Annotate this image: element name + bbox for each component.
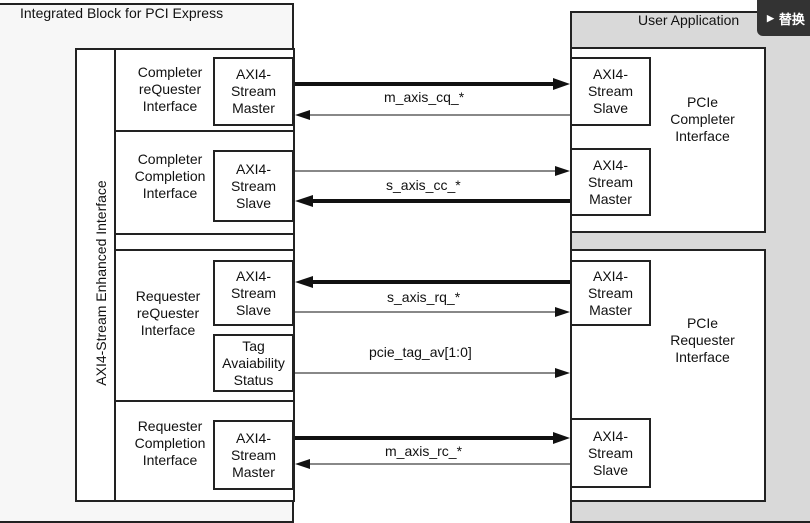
section-separator xyxy=(114,249,295,251)
rq-master-port: AXI4- Stream Master xyxy=(570,260,651,326)
replace-popup-button[interactable]: ▶ 替换 xyxy=(757,0,810,36)
cc-master-port: AXI4- Stream Master xyxy=(570,148,651,216)
rq-slave-port: AXI4- Stream Slave xyxy=(213,260,294,326)
arrowhead xyxy=(295,195,313,207)
replace-popup-label: 替换 xyxy=(778,11,805,27)
signal-label-rq: s_axis_rq_* xyxy=(387,289,461,305)
cq-master-port: AXI4- Stream Master xyxy=(213,57,294,126)
section-separator xyxy=(114,233,295,235)
arrowhead xyxy=(295,459,310,469)
integrated-block-title: Integrated Block for PCI Express xyxy=(20,5,224,21)
section-separator xyxy=(114,400,295,402)
rc-master-port: AXI4- Stream Master xyxy=(213,420,294,490)
requester-completion-interface-label: Requester Completion Interface xyxy=(134,417,206,468)
cq-slave-port: AXI4- Stream Slave xyxy=(570,57,651,126)
arrowhead xyxy=(553,432,570,444)
pcie-requester-interface-label: PCIe Requester Interface xyxy=(670,314,735,365)
section-separator xyxy=(114,130,295,132)
signal-label-tag: pcie_tag_av[1:0] xyxy=(369,344,472,360)
cc-slave-port: AXI4- Stream Slave xyxy=(213,150,294,222)
pcie-completer-interface-label: PCIe Completer Interface xyxy=(670,93,735,144)
chevron-right-icon: ▶ xyxy=(767,12,774,23)
signal-label-cq: m_axis_cq_* xyxy=(384,89,465,105)
signal-label-cc: s_axis_cc_* xyxy=(386,177,461,193)
arrowhead xyxy=(553,78,570,90)
completer-requester-interface-label: Completer reQuester Interface xyxy=(137,63,203,114)
arrowhead xyxy=(295,110,310,120)
arrowhead xyxy=(295,276,313,288)
user-application-title: User Application xyxy=(638,12,740,28)
arrowhead xyxy=(555,368,570,378)
tag-status-port: Tag Avaiability Status xyxy=(213,334,294,392)
requester-requester-interface-label: Requester reQuester Interface xyxy=(135,287,201,338)
signal-label-rc: m_axis_rc_* xyxy=(385,443,463,459)
arrowhead xyxy=(555,166,570,176)
arrowhead xyxy=(555,307,570,317)
enhanced-interface-divider xyxy=(114,48,116,502)
completer-completion-interface-label: Completer Completion Interface xyxy=(134,150,206,201)
rc-slave-port: AXI4- Stream Slave xyxy=(570,418,651,488)
